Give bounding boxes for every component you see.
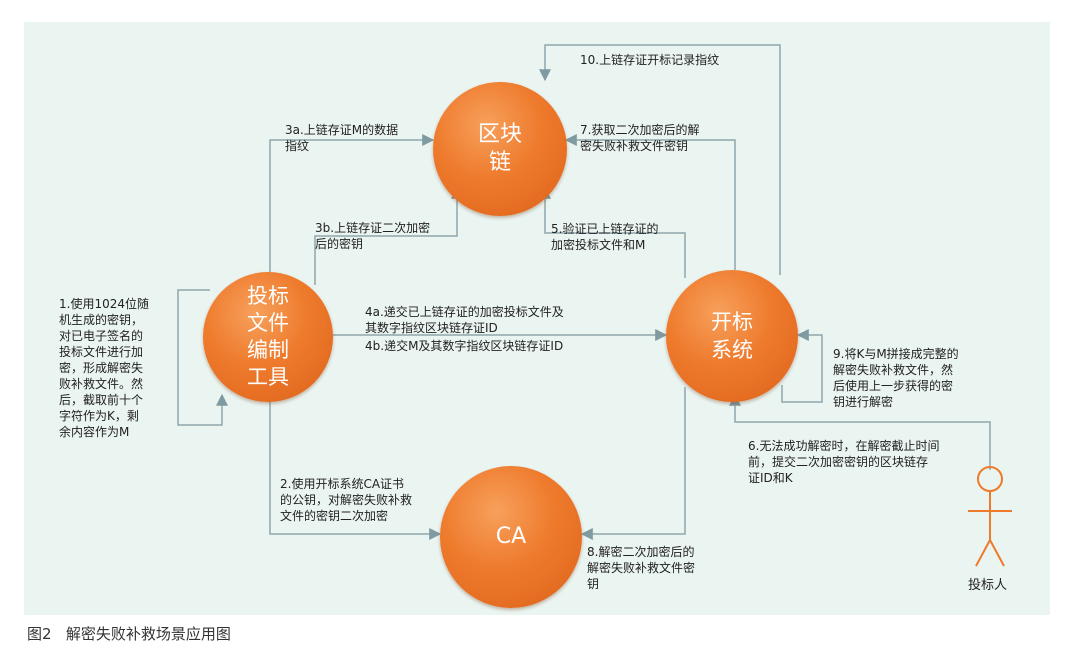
step-3b-label: 3b.上链存证二次加密 后的密钥 — [315, 221, 431, 251]
tool-node: 投标 文件 编制 工具 — [203, 272, 333, 402]
step-10-label: 10.上链存证开标记录指纹 — [580, 53, 720, 67]
actor-label: 投标人 — [968, 578, 1008, 593]
edge-1-self-loop — [177, 289, 228, 426]
edge-10 — [539, 44, 781, 275]
edge-7 — [564, 134, 736, 270]
edge-3a — [269, 134, 435, 275]
blockchain-node: 区块 链 — [433, 82, 567, 216]
system-node: 开标 系统 — [666, 270, 798, 402]
step-6-label: 6.无法成功解密时，在解密截止时间 前，提交二次加密密钥的区块链存 证ID和K — [748, 439, 940, 485]
tool-label: 投标 文件 编制 工具 — [247, 284, 289, 389]
system-label: 开标 系统 — [711, 310, 753, 362]
edge-3b — [314, 186, 463, 285]
step-1-label: 1.使用1024位随 机生成的密钥， 对已电子签名的 投标文件进行加 密，形成解… — [59, 297, 149, 439]
edge-5 — [539, 186, 686, 278]
step-3a-label: 3a.上链存证M的数据 指纹 — [285, 123, 399, 153]
step-5-label: 5.验证已上链存证的 加密投标文件和M — [551, 222, 659, 252]
step-4a-label: 4a.递交已上链存证的加密投标文件及 其数字指纹区块链存证ID — [365, 305, 564, 335]
step-4b-label: 4b.递交M及其数字指纹区块链存证ID — [365, 339, 564, 353]
edge-9-self-loop — [781, 329, 823, 403]
ca-node: CA — [440, 466, 582, 608]
edge-8 — [580, 387, 686, 540]
step-7-label: 7.获取二次加密后的解 密失败补救文件密钥 — [580, 123, 700, 153]
step-2-label: 2.使用开标系统CA证书 的公钥，对解密失败补救 文件的密钥二次加密 — [280, 477, 413, 523]
step-8-label: 8.解密二次加密后的 解密失败补救文件密 钥 — [587, 545, 696, 591]
ca-label: CA — [495, 524, 527, 549]
blockchain-label: 区块 链 — [477, 122, 522, 175]
step-9-label: 9.将K与M拼接成完整的 解密失败补救文件，然 后使用上一步获得的密 钥进行解密 — [833, 347, 959, 409]
edge-6 — [729, 393, 991, 470]
edge-2 — [269, 395, 442, 540]
figure-caption: 图2 解密失败补救场景应用图 — [27, 625, 231, 643]
actor-icon — [968, 466, 1012, 567]
